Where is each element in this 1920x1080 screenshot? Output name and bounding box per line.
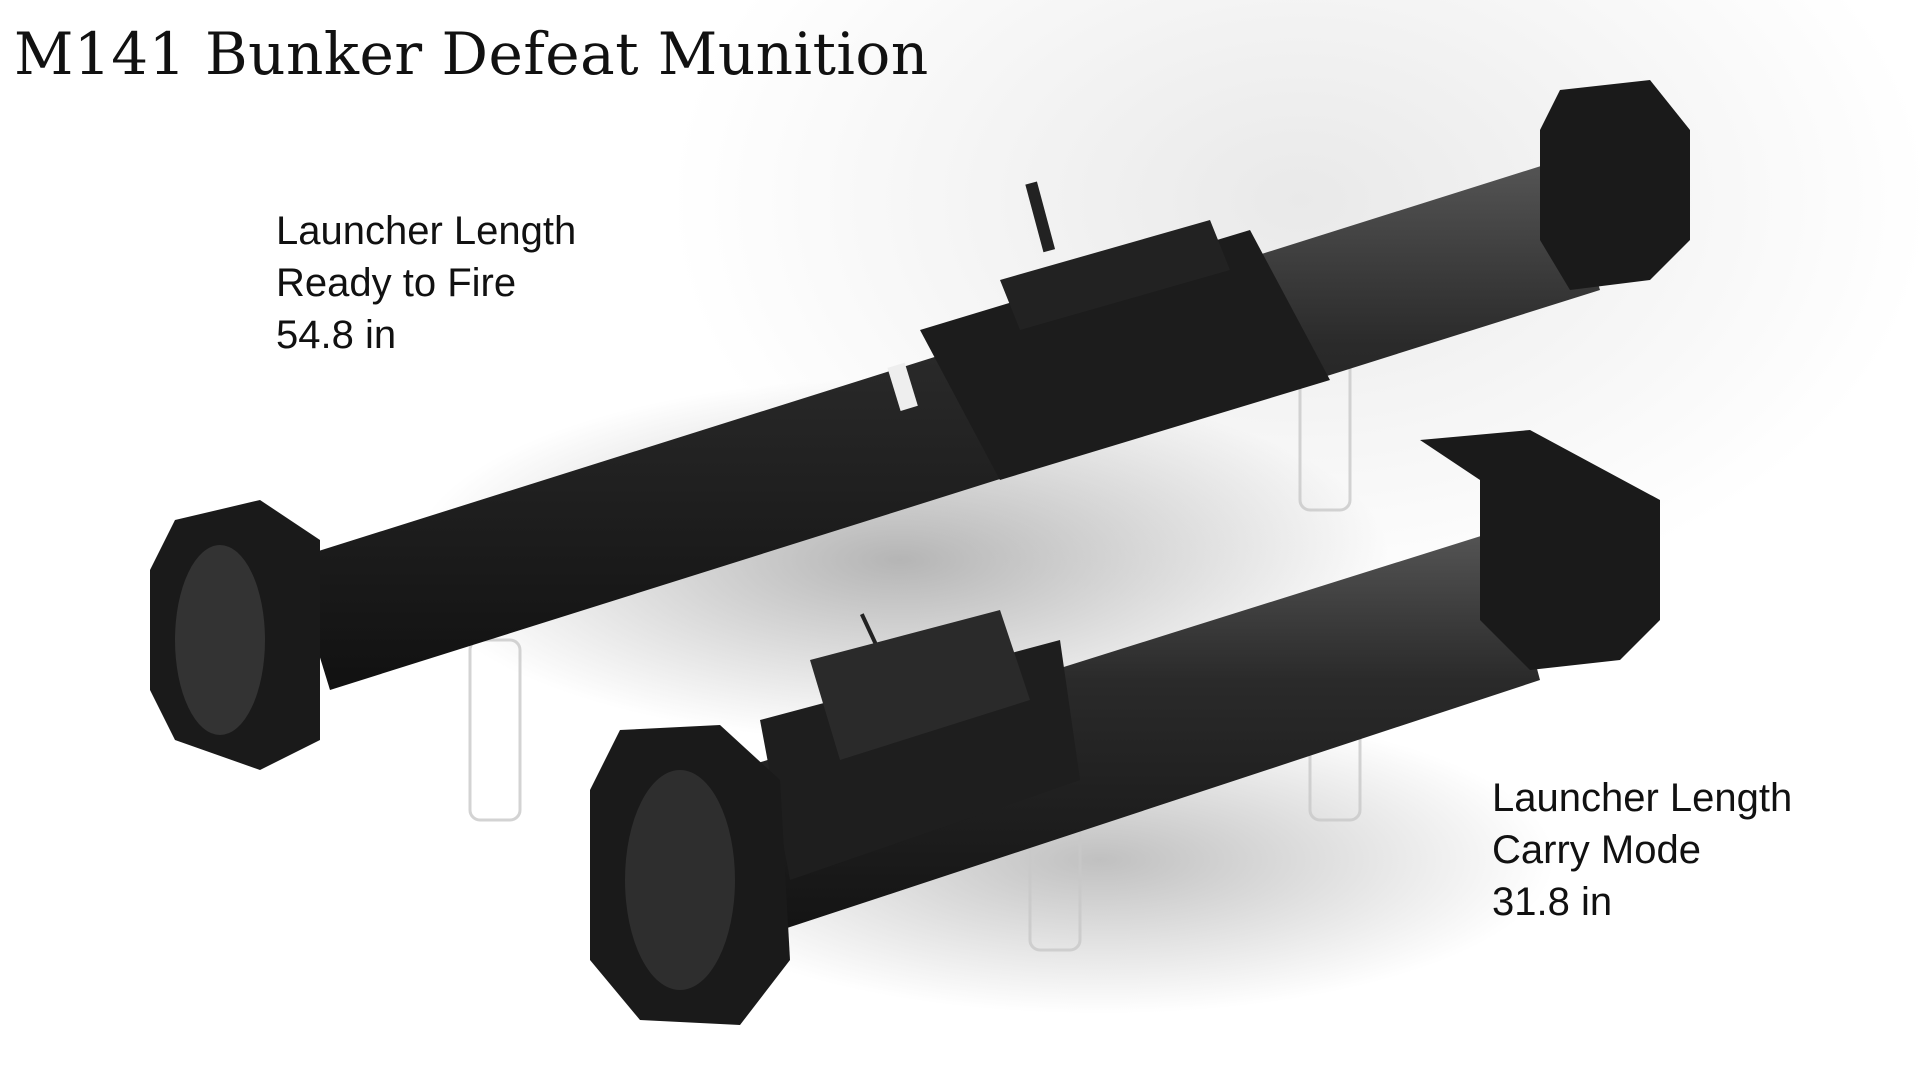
label-value: 31.8 in bbox=[1492, 880, 1613, 924]
label-heading: Launcher Length bbox=[276, 209, 577, 253]
carry-mode-length-label: Launcher Length Carry Mode 31.8 in bbox=[1492, 772, 1792, 928]
launcher-carry-mode bbox=[590, 430, 1660, 1025]
label-mode: Ready to Fire bbox=[276, 261, 517, 305]
label-heading: Launcher Length bbox=[1492, 776, 1793, 820]
page-title: M141 Bunker Defeat Munition bbox=[14, 20, 929, 88]
label-value: 54.8 in bbox=[276, 313, 397, 357]
label-mode: Carry Mode bbox=[1492, 828, 1701, 872]
ready-to-fire-length-label: Launcher Length Ready to Fire 54.8 in bbox=[276, 205, 576, 361]
